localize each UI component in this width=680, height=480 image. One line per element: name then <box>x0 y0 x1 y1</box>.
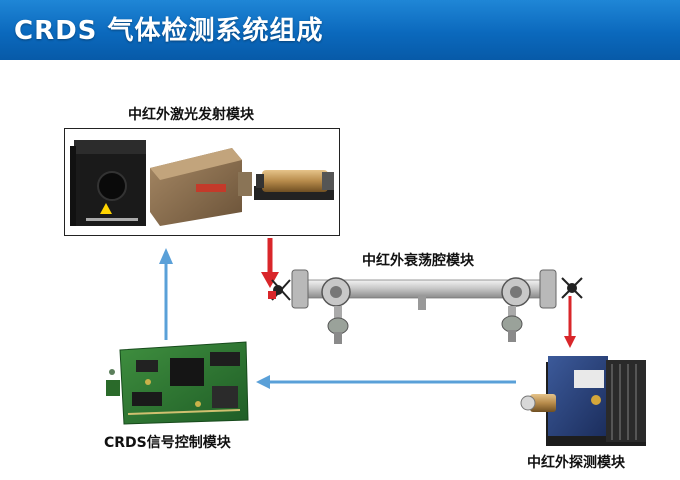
page-title: CRDS 气体检测系统组成 <box>14 16 324 46</box>
laser-driver-icon <box>150 148 252 226</box>
beam-arrow-laser-to-cavity <box>261 238 279 288</box>
laser-collimator-icon <box>254 170 334 200</box>
cavity-module-label: 中红外衰荡腔模块 <box>362 253 474 269</box>
ringdown-cavity-icon <box>268 269 583 344</box>
laser-module-label: 中红外激光发射模块 <box>128 107 254 123</box>
detector-icon <box>520 356 646 446</box>
beam-arrow-cavity-to-detector <box>564 296 576 348</box>
control-module-label: CRDS信号控制模块 <box>104 435 231 451</box>
flow-arrow-control-to-laser <box>159 248 173 340</box>
laser-source-icon <box>70 140 146 226</box>
detector-module-label: 中红外探测模块 <box>527 455 625 471</box>
flow-arrow-detector-to-control <box>256 375 516 389</box>
control-board-icon <box>106 341 249 425</box>
header-banner: CRDS 气体检测系统组成 <box>0 0 680 60</box>
